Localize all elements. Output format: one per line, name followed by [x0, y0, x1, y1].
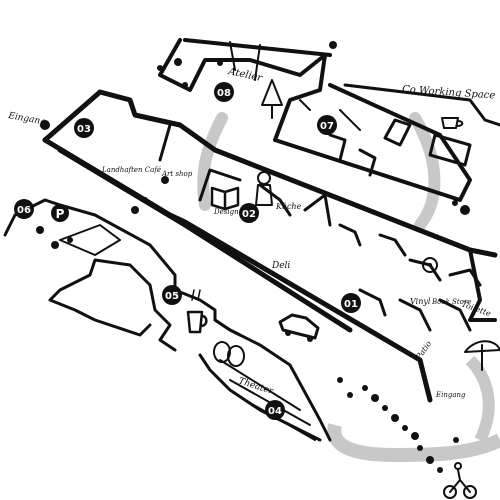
- marker-07[interactable]: 07: [317, 115, 337, 135]
- car-icon: [278, 313, 320, 342]
- marker-04[interactable]: 04: [265, 400, 285, 420]
- svg-text:01: 01: [344, 299, 358, 310]
- label-toilette: Toilette: [460, 299, 492, 318]
- coffee-cup-icon: [441, 117, 464, 129]
- book-icon: [210, 186, 240, 211]
- label-design: Design: [213, 208, 239, 216]
- marker-02[interactable]: 02: [239, 203, 259, 223]
- chef-icon: [255, 171, 273, 206]
- label-landhaften-cafe: Landhaften Café: [101, 166, 161, 174]
- label-eingang-bottom: Eingang: [435, 391, 466, 399]
- svg-text:08: 08: [217, 88, 231, 99]
- label-book-store: Book Store: [431, 298, 471, 306]
- cyclist-icon: [443, 462, 477, 499]
- theater-masks-icon: [213, 341, 245, 367]
- marker-03[interactable]: 03: [74, 118, 94, 138]
- label-vinyl: Vinyl: [410, 297, 431, 306]
- beer-glass-icon: [186, 289, 208, 334]
- svg-text:04: 04: [268, 406, 282, 417]
- svg-text:P: P: [56, 207, 65, 221]
- building-main: [42, 89, 498, 403]
- decor-dots: [36, 41, 470, 473]
- label-eingang-top: Eingang: [6, 111, 46, 128]
- svg-text:06: 06: [17, 205, 31, 216]
- label-atelier: Atelier: [226, 66, 264, 84]
- label-art-shop: Art shop: [161, 170, 193, 178]
- marker-01[interactable]: 01: [341, 293, 361, 313]
- marker-08[interactable]: 08: [214, 82, 234, 102]
- vinyl-record-icon: [422, 257, 438, 273]
- marker-06[interactable]: 06: [14, 199, 34, 219]
- parking-icon: P: [51, 204, 69, 222]
- label-deli: Deli: [271, 261, 290, 271]
- marker-05[interactable]: 05: [162, 285, 182, 305]
- svg-text:03: 03: [77, 124, 91, 135]
- svg-text:07: 07: [320, 121, 334, 132]
- lamp-icon: [261, 79, 283, 119]
- label-kuche: Küche: [275, 202, 302, 211]
- svg-text:05: 05: [165, 291, 179, 302]
- label-patio: Patio: [414, 339, 434, 362]
- svg-text:02: 02: [242, 209, 256, 220]
- visitor-route: [197, 112, 500, 463]
- building-top: [158, 38, 500, 202]
